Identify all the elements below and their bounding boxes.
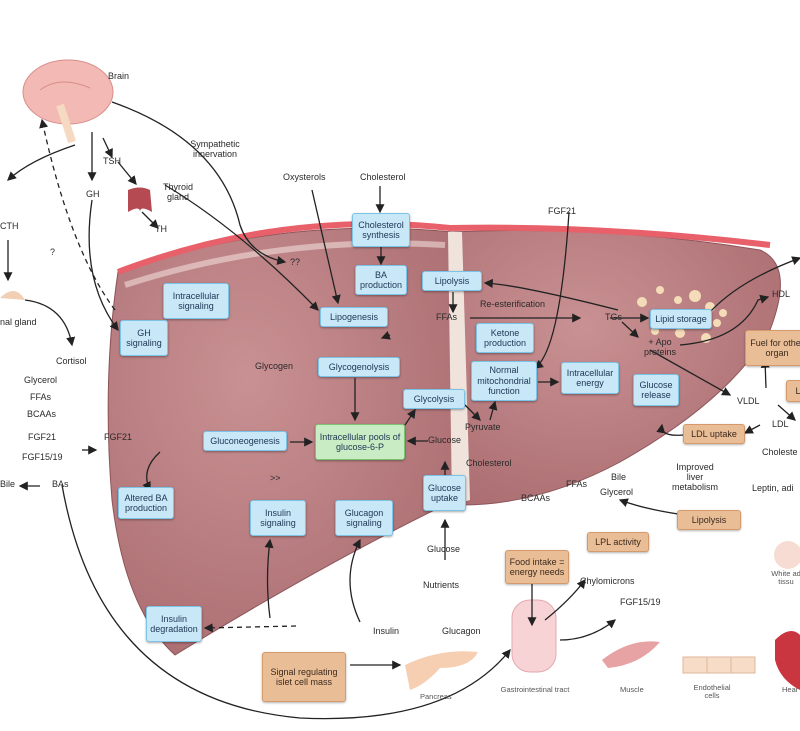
ketone-production-box: Ketone production: [476, 323, 534, 353]
cholesterol-synthesis-box: Cholesterol synthesis: [352, 213, 410, 247]
mitochondrial-function-box: Normal mitochondrial function: [471, 361, 537, 401]
gi-label: Gastrointestinal tract: [500, 685, 570, 694]
fgf15-low-label: FGF15/19: [620, 597, 661, 607]
bcaas-low-label: BCAAs: [521, 493, 551, 503]
glycogen-label: Glycogen: [255, 361, 294, 371]
lipogenesis-box: Lipogenesis: [320, 307, 388, 327]
double-question-label: ??: [290, 257, 301, 267]
glucose-mid-label: Glucose: [428, 435, 462, 445]
ffas-low-label: FFAs: [566, 479, 588, 489]
ffas-mid-label: FFAs: [436, 312, 458, 322]
glucagon-label: Glucagon: [442, 626, 481, 636]
pyruvate-label: Pyruvate: [465, 422, 501, 432]
intracellular-energy-box: Intracellular energy: [561, 362, 619, 394]
heart-label: Hear: [782, 685, 799, 694]
altered-ba-production-box: Altered BA production: [118, 487, 174, 519]
apo-proteins-label: + Apo proteins: [643, 337, 677, 357]
gh-signaling-box: GH signaling: [120, 320, 168, 356]
muscle-label: Muscle: [620, 685, 644, 694]
lipolysis-box: Lipolysis: [422, 271, 482, 291]
vldl-label: VLDL: [737, 396, 760, 406]
bile-left-label: Bile: [0, 479, 16, 489]
fgf21-top-label: FGF21: [548, 206, 577, 216]
thyroid-label: Thyroid gland: [162, 182, 193, 202]
sympathetic-label: Sympathetic innervation: [190, 139, 240, 159]
glycerol-left-label: Glycerol: [24, 375, 58, 385]
thyroid-illustration: [128, 187, 152, 212]
cortisol-label: Cortisol: [56, 356, 87, 366]
heart-illustration: [775, 631, 800, 690]
cholesterol-mid-label: Cholesterol: [466, 458, 512, 468]
hdl-label: HDL: [772, 289, 791, 299]
white-adipose-label: White ad tissu: [771, 569, 800, 587]
glycolysis-box: Glycolysis: [403, 389, 465, 409]
chylomicrons-label: Chylomicrons: [580, 576, 635, 586]
endothelial-label: Endothelial cells: [693, 683, 731, 701]
th-label: TH: [155, 224, 167, 234]
glucose-uptake-box: Glucose uptake: [423, 475, 466, 511]
brain-label: Brain: [108, 71, 130, 81]
bcaas-left-label: BCAAs: [27, 409, 57, 419]
lpl-activity-box: LPL activity: [587, 532, 649, 552]
bile-mid-label: Bile: [611, 472, 627, 482]
insulin-label: Insulin: [373, 626, 400, 636]
lipid-droplets: [637, 286, 727, 343]
fuel-other-organs-box: Fuel for other organ: [745, 330, 800, 366]
question-label: ?: [50, 247, 56, 257]
gh-label: GH: [86, 189, 100, 199]
nutrients-label: Nutrients: [423, 580, 460, 590]
ldl-label: LDL: [772, 419, 789, 429]
fgf21-left-label: FGF21: [28, 432, 57, 442]
insulin-degradation-box: Insulin degradation: [146, 606, 202, 642]
muscle-illustration: [602, 641, 660, 668]
lipid-storage-box: Lipid storage: [650, 309, 712, 329]
endothelial-illustration: [682, 656, 756, 674]
pancreas-label: Pancreas: [420, 692, 452, 701]
wat-lipolysis-box: Lipolysis: [677, 510, 741, 530]
bas-label: BAs: [52, 479, 69, 489]
oxysterols-label: Oxysterols: [283, 172, 326, 182]
re-esterification-label: Re-esterification: [480, 299, 546, 309]
islet-signal-box: Signal regulating islet cell mass: [262, 652, 346, 702]
liver-capsule: [116, 220, 771, 275]
brain-illustration: [22, 59, 114, 144]
glycogenolysis-box: Glycogenolysis: [318, 357, 400, 377]
l-box: L: [786, 380, 800, 402]
gi-illustration: [511, 599, 557, 673]
gluconeogenesis-box: Gluconeogenesis: [203, 431, 287, 451]
tsh-label: TSH: [103, 156, 121, 166]
pancreas-illustration: [405, 651, 478, 690]
glucose-low-label: Glucose: [427, 544, 461, 554]
adipose-illustration: [774, 541, 800, 569]
adrenal-label: nal gland: [0, 317, 37, 327]
adrenal-illustration: [0, 290, 25, 300]
fgf21-mid-label: FGF21: [104, 432, 133, 442]
insulin-signaling-box: Insulin signaling: [250, 500, 306, 536]
fgf15-left-label: FGF15/19: [22, 452, 63, 462]
cholesterol-top-label: Cholesterol: [360, 172, 406, 182]
glucose-6-p-pools-box: Intracellular pools of glucose-6-P: [315, 424, 405, 460]
glucagon-signaling-box: Glucagon signaling: [335, 500, 393, 536]
food-intake-box: Food intake = energy needs: [505, 550, 569, 584]
chevrons-label: >>: [270, 473, 281, 483]
improved-liver-label: Improved liver metabolism: [672, 462, 719, 492]
intracellular-signaling-box: Intracellular signaling: [163, 283, 229, 319]
cholesterol-right-label: Choleste: [762, 447, 798, 457]
acth-label: CTH: [0, 221, 19, 231]
tgs-label: TGs: [605, 312, 622, 322]
ldl-uptake-box: LDL uptake: [683, 424, 745, 444]
leptin-label: Leptin, adi: [752, 483, 794, 493]
ffas-left-label: FFAs: [30, 392, 52, 402]
ba-production-box: BA production: [355, 265, 407, 295]
glycerol-mid-label: Glycerol: [600, 487, 634, 497]
glucose-release-box: Glucose release: [633, 374, 679, 406]
